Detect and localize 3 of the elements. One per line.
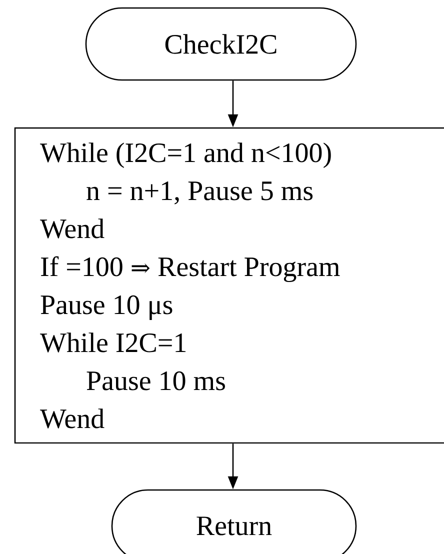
terminal-box: CheckI2C	[85, 7, 357, 81]
process-box: While (I2C=1 and n<100) n = n+1, Pause 5 ms Wend If =100 ⇒ Restart Program Pause 10 μs While I2C=1 Pause 10 ms Wend	[14, 127, 444, 444]
terminal-box: Return	[111, 489, 357, 554]
